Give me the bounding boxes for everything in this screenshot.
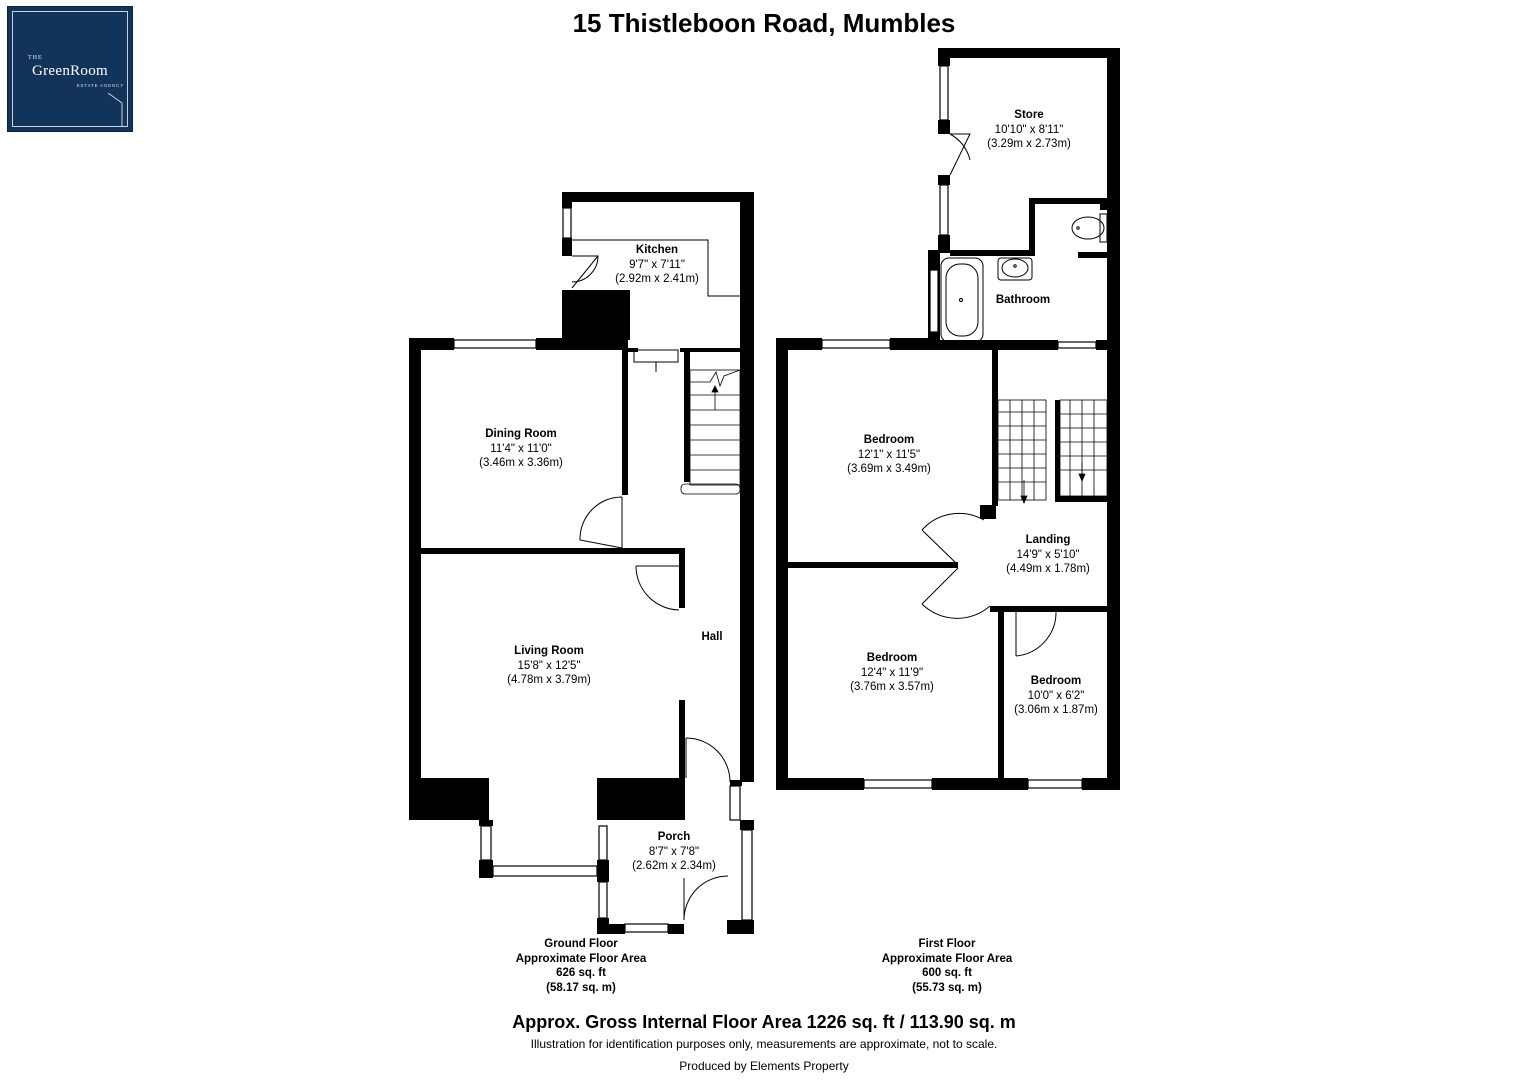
disclaimer: Illustration for identification purposes… (530, 1037, 998, 1051)
floor-name: First Floor (918, 938, 976, 950)
bathroom-fixtures (940, 213, 1108, 343)
room-name: Kitchen (635, 244, 679, 256)
floor-name: Ground Floor (544, 938, 618, 950)
room-size-imperial: 14'9" x 5'10" (1016, 548, 1080, 561)
room-size-imperial: 10'10" x 8'11" (994, 123, 1064, 136)
room-name: Store (1014, 109, 1044, 121)
floor-area-sqft: 600 sq. ft (922, 967, 972, 980)
floor-area-label: Approximate Floor Area (515, 952, 647, 965)
room-label-bedroom-1: Bedroom 12'1" x 11'5" (3.69m x 3.49m) (847, 433, 931, 477)
room-label-dining-room: Dining Room 11'4" x 11'0" (3.46m x 3.36m… (479, 427, 563, 471)
ground-floor-walls (409, 192, 754, 934)
room-name: Living Room (514, 645, 584, 657)
room-size-imperial: 15'8" x 12'5" (517, 659, 581, 672)
room-size-metric: (4.78m x 3.79m) (507, 674, 591, 686)
page-title: 15 Thistleboon Road, Mumbles (572, 8, 956, 38)
room-label-hall: Hall (701, 630, 722, 645)
room-size-metric: (3.46m x 3.36m) (479, 457, 563, 469)
room-size-metric: (3.76m x 3.57m) (850, 681, 934, 693)
room-name: Bedroom (866, 652, 918, 664)
first-floor-area: First Floor Approximate Floor Area 600 s… (882, 937, 1013, 995)
room-size-metric: (2.62m x 2.34m) (632, 860, 716, 872)
room-name: Landing (1025, 534, 1071, 546)
room-size-imperial: 8'7" x 7'8" (648, 845, 700, 858)
room-name: Dining Room (485, 428, 557, 440)
first-floor-stairs (997, 399, 1108, 505)
room-label-landing: Landing 14'9" x 5'10" (4.49m x 1.78m) (1006, 533, 1090, 577)
room-size-metric: (3.06m x 1.87m) (1014, 704, 1098, 716)
room-size-metric: (4.49m x 1.78m) (1006, 563, 1090, 575)
room-label-store: Store 10'10" x 8'11" (3.29m x 2.73m) (987, 108, 1071, 152)
room-label-kitchen: Kitchen 9'7" x 7'11" (2.92m x 2.41m) (615, 243, 699, 287)
floor-area-label: Approximate Floor Area (881, 952, 1013, 965)
room-name: Bedroom (1030, 675, 1082, 687)
ground-floor-doors (571, 239, 740, 921)
room-name: Hall (701, 631, 723, 643)
floor-area-sqm: (58.17 sq. m) (546, 981, 616, 994)
room-label-living-room: Living Room 15'8" x 12'5" (4.78m x 3.79m… (507, 644, 591, 688)
room-label-bedroom-2: Bedroom 12'4" x 11'9" (3.76m x 3.57m) (850, 651, 934, 695)
gross-floor-area: Approx. Gross Internal Floor Area 1226 s… (512, 1012, 1016, 1032)
room-label-bedroom-3: Bedroom 10'0" x 6'2" (3.06m x 1.87m) (1014, 674, 1098, 718)
floor-area-sqft: 626 sq. ft (556, 967, 606, 980)
room-size-imperial: 12'1" x 11'5" (857, 448, 921, 461)
room-size-imperial: 12'4" x 11'9" (860, 666, 924, 679)
logo-name: GreenRoom (31, 63, 108, 79)
first-floor-doors (921, 133, 1057, 657)
room-size-metric: (3.29m x 2.73m) (987, 138, 1071, 150)
room-size-imperial: 11'4" x 11'0" (490, 442, 552, 455)
first-floor-walls (776, 48, 1120, 790)
room-name: Bathroom (995, 294, 1051, 306)
ground-floor-area: Ground Floor Approximate Floor Area 626 … (516, 937, 647, 995)
logo-sub: ESTATE AGENCY (76, 83, 124, 88)
ground-floor-stairs (680, 369, 741, 495)
agency-logo: THE GreenRoom ESTATE AGENCY (7, 6, 133, 132)
room-name: Bedroom (863, 434, 915, 446)
room-name: Porch (657, 831, 691, 843)
floor-area-sqm: (55.73 sq. m) (912, 981, 982, 994)
producer-credit: Produced by Elements Property (679, 1059, 849, 1073)
ground-floor-windows (453, 207, 753, 933)
room-size-metric: (2.92m x 2.41m) (615, 273, 699, 285)
room-label-bathroom: Bathroom (996, 293, 1050, 308)
room-size-metric: (3.69m x 3.49m) (847, 463, 931, 475)
logo-the: THE (28, 55, 43, 61)
room-size-imperial: 10'0" x 6'2" (1027, 689, 1085, 702)
room-size-imperial: 9'7" x 7'11" (629, 258, 685, 271)
first-floor-windows (821, 65, 1097, 789)
room-label-porch: Porch 8'7" x 7'8" (2.62m x 2.34m) (632, 830, 716, 874)
